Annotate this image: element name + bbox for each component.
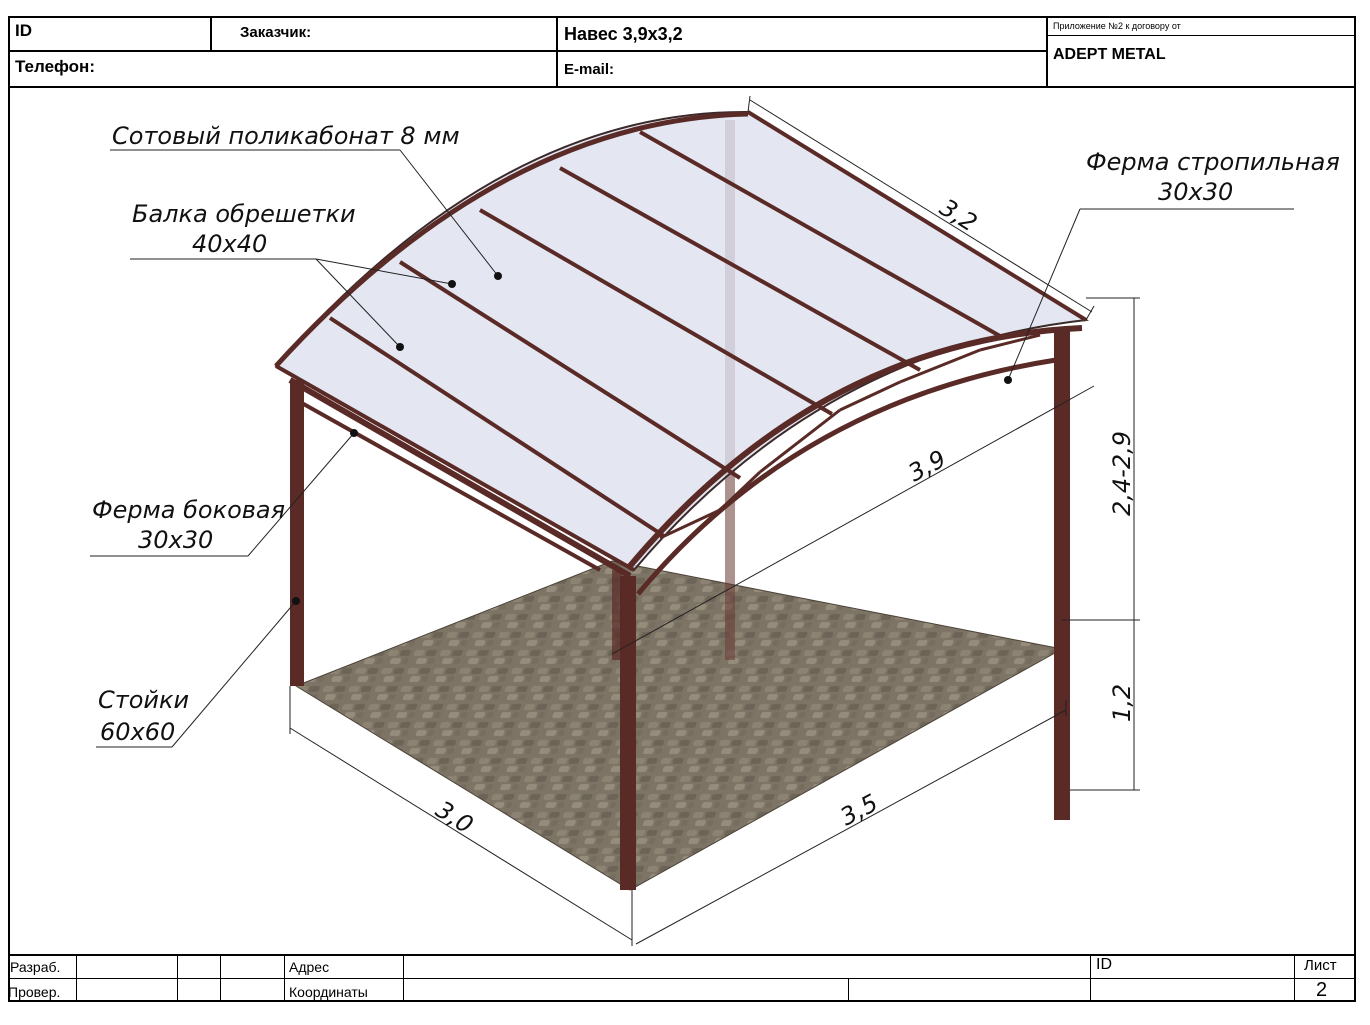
rafter-truss-front-top: [627, 325, 1083, 568]
checked-label: Провер.: [8, 984, 61, 1000]
footer-col-5: [403, 955, 404, 1002]
footer-col-4: [284, 955, 285, 1002]
post-back-right: [1054, 330, 1070, 820]
address-label: Адрес: [289, 959, 330, 975]
callout-side-truss-1: Ферма боковая: [92, 496, 285, 524]
footer-col-6: [848, 979, 849, 1002]
customer-label: Заказчик:: [240, 24, 312, 41]
callout-posts-1: Стойки: [98, 686, 189, 714]
callout-side-truss-2: 30х30: [138, 526, 213, 554]
sheet-label: Лист: [1304, 957, 1337, 974]
footer-row-divider: [8, 978, 1356, 979]
header-bottom-border: [8, 86, 1356, 88]
rafter-truss-back: [274, 111, 749, 368]
drawing-frame: [8, 16, 1356, 1002]
rafter-truss-front-bottom: [636, 357, 1057, 596]
phone-label: Телефон:: [15, 57, 95, 76]
header-row-divider: [8, 50, 1048, 52]
post-front-right: [620, 576, 636, 890]
email-label: E-mail:: [564, 61, 615, 78]
dim-height: 2,4-2,9: [1108, 431, 1136, 516]
footer-col-2: [177, 955, 178, 1002]
developed-label: Разраб.: [10, 959, 61, 975]
dim-roof-length: 3,9: [904, 445, 951, 488]
drawing-title: Навес 3,9х3,2: [564, 24, 683, 44]
leader-dots: [292, 272, 1012, 605]
dimension-lines: [289, 95, 1140, 946]
footer-col-8: [1294, 955, 1295, 1002]
callout-lath-beam-1: Балка обрешетки: [132, 200, 356, 228]
company-name: ADEPT METAL: [1053, 46, 1166, 63]
appendix-divider: [1047, 35, 1356, 36]
post-back-left: [612, 570, 622, 660]
callout-posts-2: 60х60: [100, 718, 175, 746]
leader-lines: [90, 149, 1294, 748]
side-truss-top: [288, 377, 632, 579]
rafter-truss-webs: [659, 333, 1041, 540]
footer-top-border: [8, 954, 1356, 956]
footer-col-1: [76, 955, 77, 1002]
footer-id-label: ID: [1096, 956, 1112, 973]
roof-polycarbonate: [274, 110, 1089, 572]
appendix-note: Приложение №2 к договору от: [1053, 21, 1181, 31]
dim-floor-width: 3,0: [431, 795, 478, 839]
callout-lath-beam-2: 40х40: [192, 230, 267, 258]
paving-floor: [294, 560, 1064, 891]
dim-floor-length: 3,5: [836, 789, 883, 832]
header-col-divider-1: [210, 16, 212, 51]
callout-polycarbonate: Сотовый поликабонат 8 мм: [112, 122, 460, 150]
side-truss-bottom: [299, 400, 601, 572]
coordinates-label: Координаты: [289, 984, 368, 1000]
lath-beams: [275, 110, 1088, 572]
callout-rafter-truss-1: Ферма стропильная: [1086, 148, 1340, 176]
sheet-number: 2: [1316, 979, 1328, 1001]
id-label: ID: [15, 21, 32, 40]
callout-rafter-truss-2: 30х30: [1158, 178, 1233, 206]
dim-base-height: 1,2: [1108, 684, 1136, 722]
header-col-divider-3: [1046, 16, 1048, 87]
post-front-left: [290, 380, 304, 686]
footer-col-7: [1090, 955, 1091, 1002]
header-col-divider-2: [556, 16, 558, 87]
footer-col-3: [220, 955, 221, 1002]
